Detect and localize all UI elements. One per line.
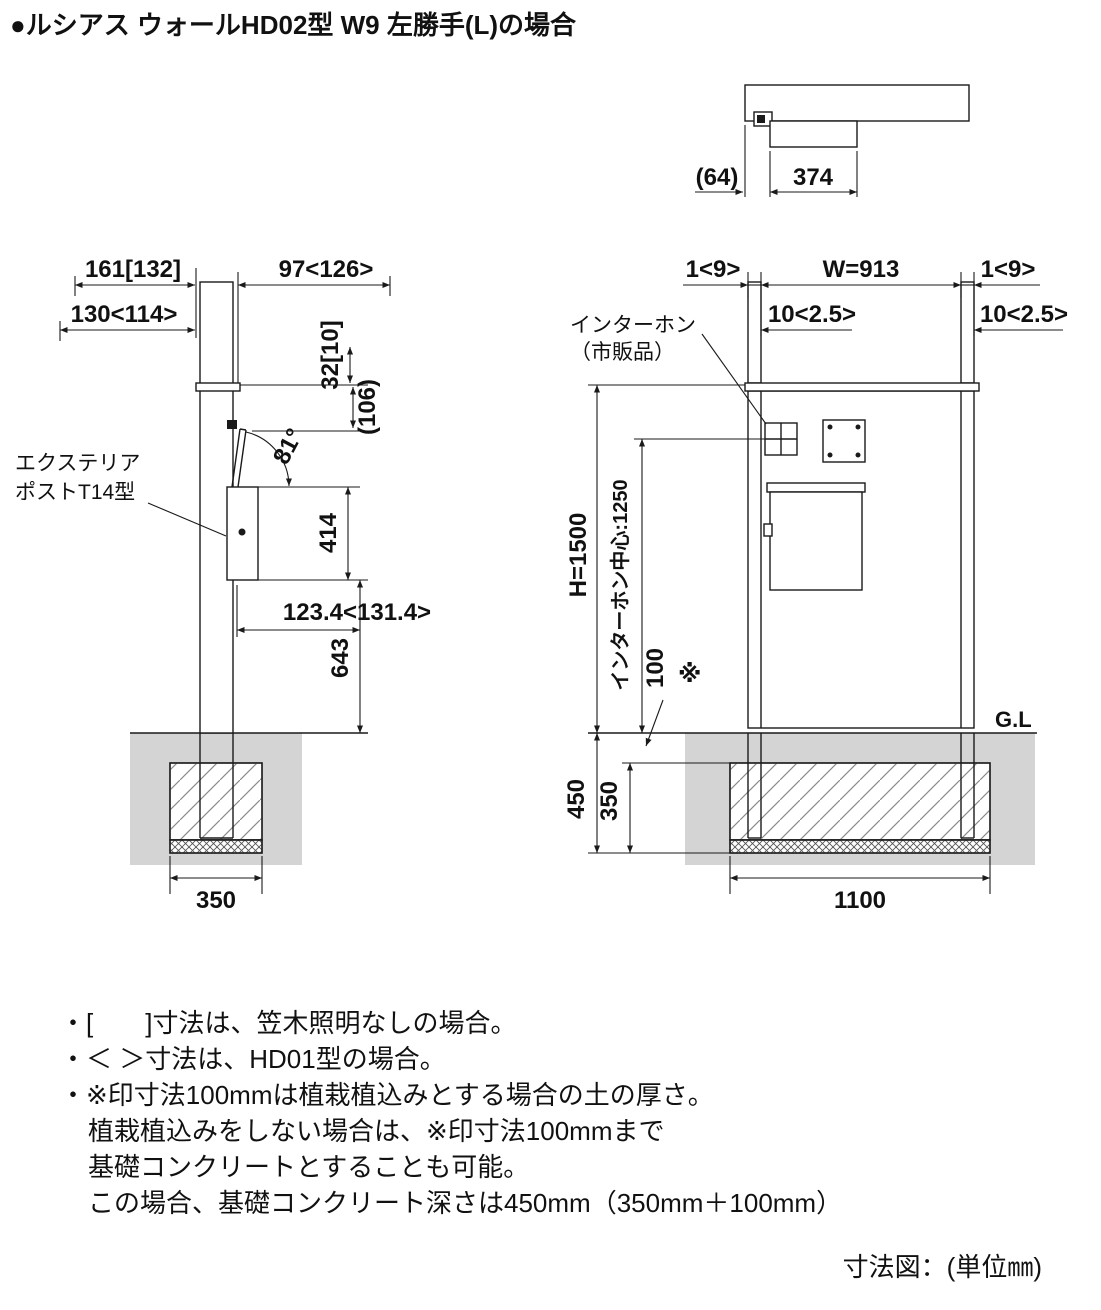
front-post-left xyxy=(747,281,762,384)
soil-asterisk-mark: ※ xyxy=(678,661,701,688)
front-wall-cap xyxy=(744,382,980,392)
side-dim-123: 123.4<131.4> xyxy=(283,599,431,626)
ground-level-label: G.L xyxy=(995,707,1032,732)
front-dim-offset-right: 10<2.5> xyxy=(980,301,1068,328)
note-line-2: ・＜ ＞寸法は、HD01型の場合。 xyxy=(60,1044,446,1074)
front-dim-width: W=913 xyxy=(823,256,900,283)
plan-bracket-detail xyxy=(757,115,765,123)
front-dim-offset-left: 10<2.5> xyxy=(768,301,856,328)
side-wall-cap xyxy=(195,382,241,392)
intercom-label-1: インターホン xyxy=(570,314,696,337)
front-postbox-lock xyxy=(763,523,773,537)
intercom-leader xyxy=(701,333,767,425)
note-line-6: この場合、基礎コンクリート深さは450mm（350mm＋100mm） xyxy=(88,1188,842,1218)
side-dim-130: 130<114> xyxy=(71,301,178,328)
side-dim-161: 161[132] xyxy=(85,256,181,283)
side-dim-32: 32[10] xyxy=(317,320,344,389)
note-line-5: 基礎コンクリートとすることも可能。 xyxy=(88,1152,529,1182)
front-dim-height: H=1500 xyxy=(565,513,592,598)
plan-post-section xyxy=(769,120,858,148)
note-line-4: 植栽植込みをしない場合は、※印寸法100mmまで xyxy=(88,1116,664,1146)
side-flap-swing-arc xyxy=(245,431,293,487)
side-dim-414: 414 xyxy=(315,512,342,553)
front-dim-footing-width: 1100 xyxy=(834,887,886,914)
front-dim-edge-right: 1<9> xyxy=(981,256,1036,283)
front-dim-edge-left: 1<9> xyxy=(686,256,741,283)
side-postbox-label-1: エクステリア xyxy=(15,452,140,475)
note-line-1: ・[ ]寸法は、笠木照明なしの場合。 xyxy=(60,1008,516,1038)
footer-unit-note: 寸法図：(単位㎜) xyxy=(843,1252,1042,1282)
side-postbox-label-2: ポストT14型 xyxy=(15,481,135,504)
side-hinge xyxy=(227,420,237,429)
front-postbox xyxy=(769,491,863,591)
front-dim-embed: 450 xyxy=(563,779,590,819)
note-line-3: ・※印寸法100mmは植栽植込みとする場合の土の厚さ。 xyxy=(60,1080,714,1110)
side-dim-106: (106) xyxy=(354,379,381,435)
side-postbox xyxy=(226,486,259,581)
side-dim-97: 97<126> xyxy=(279,256,374,283)
front-dim-intercom-center: インターホン中心:1250 xyxy=(608,479,632,690)
side-dim-643: 643 xyxy=(327,638,354,678)
front-dim-concrete: 350 xyxy=(596,781,623,821)
plan-dim-64: (64) xyxy=(696,164,739,191)
side-view: 81° エクステリア ポストT14型 161[132] 97<126> 130<… xyxy=(15,256,431,914)
front-postbox-lid xyxy=(766,482,866,493)
plan-wall-section xyxy=(744,84,970,122)
side-postbox-knob xyxy=(238,528,246,536)
side-dim-350: 350 xyxy=(196,887,236,914)
page-title: ●ルシアス ウォールHD02型 W9 左勝手(L)の場合 xyxy=(10,10,577,40)
notes-block: ・[ ]寸法は、笠木照明なしの場合。 ・＜ ＞寸法は、HD01型の場合。 ・※印… xyxy=(60,1008,842,1218)
front-post-right xyxy=(960,281,975,384)
plan-detail-view: (64) 374 xyxy=(695,84,970,197)
front-dim-soil: 100 xyxy=(642,648,669,688)
soil-leader xyxy=(645,699,664,747)
side-postbox-leader xyxy=(147,502,227,537)
plan-dim-374: 374 xyxy=(793,164,834,191)
front-view: G.L インターホン （市販品） xyxy=(563,256,1068,914)
intercom-label-2: （市販品） xyxy=(570,341,675,364)
